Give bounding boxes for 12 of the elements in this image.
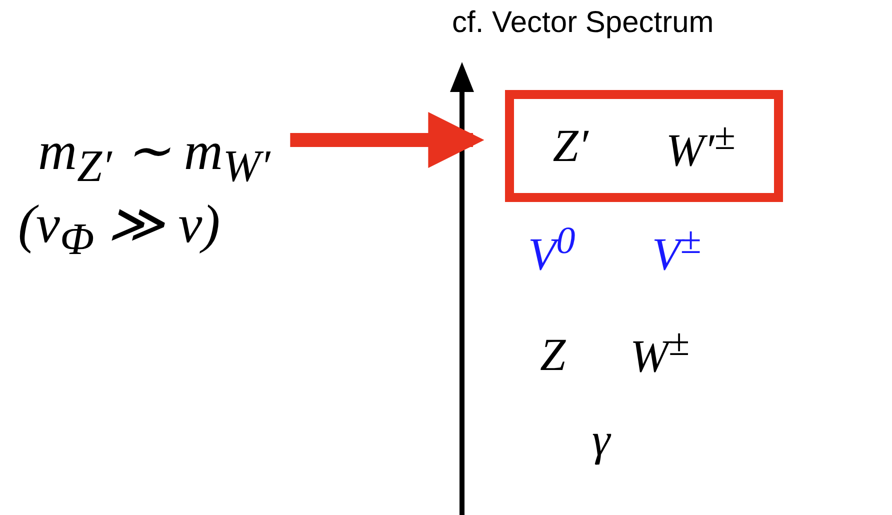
particle-label: Z [540, 330, 566, 381]
particle-label: V$^{0}$ [528, 220, 576, 280]
particle-label: W$^{±}$ [630, 322, 690, 382]
particle-label: γ [592, 415, 610, 466]
highlight-box [505, 90, 783, 202]
particle-label: W′$^{±}$ [666, 116, 736, 176]
particle-label: Z′ [552, 120, 588, 172]
equation-text: (v$_{Φ}$ ≫ v) [18, 195, 222, 265]
particle-label: V$^{±}$ [652, 220, 702, 280]
equation-text: m$_{Z′}$ ∼ m$_{W′}$ [36, 122, 272, 192]
axis-title: cf. Vector Spectrum [452, 6, 714, 40]
arrow [290, 112, 484, 168]
